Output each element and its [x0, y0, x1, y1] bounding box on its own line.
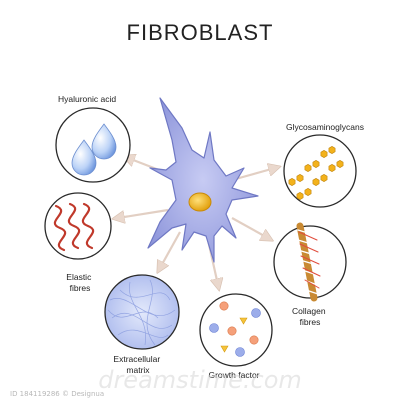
label-glycosaminoglycans: Glycosaminoglycans [286, 122, 364, 132]
cell-body [147, 97, 259, 263]
growth-factor-blue [235, 347, 245, 357]
page-title: FIBROBLAST [127, 20, 274, 45]
label-extracellular-matrix: Extracellular matrix [113, 354, 162, 375]
gag-unit [336, 160, 344, 168]
elastic-fibre [53, 204, 67, 252]
label-collagen-fibres: Collagen fibres [292, 306, 328, 327]
gag-unit [304, 164, 312, 172]
label-growth-factor: Growth factor [208, 370, 259, 380]
growth-factor-orange [219, 301, 229, 311]
label-hyaluronic-acid: Hyaluronic acid [58, 94, 116, 104]
growth-factor-orange [227, 326, 237, 336]
gag-unit [304, 188, 312, 196]
watermark-id: ID 184119286 © Designua [10, 390, 104, 398]
gag-unit [312, 160, 320, 168]
growth-factor-blue [209, 323, 219, 333]
elastic-fibre [81, 202, 95, 250]
droplet-icon [71, 139, 97, 176]
growth-factor-orange [249, 335, 259, 345]
glycosaminoglycans-circle [283, 134, 357, 208]
gag-unit [320, 174, 328, 182]
gag-unit [296, 174, 304, 182]
gag-unit [312, 178, 320, 186]
fibroblast-cell [147, 97, 259, 263]
glycosaminoglycans-panel [283, 134, 357, 208]
gag-unit [296, 192, 304, 200]
gag-unit [288, 178, 296, 186]
gag-chain [288, 146, 344, 200]
arrow-to-matrix [160, 231, 181, 268]
nucleus [188, 192, 212, 212]
arrow-to-collagen [231, 217, 268, 238]
growth-factor-yellow [220, 345, 229, 353]
collagen-rope [296, 222, 321, 302]
arrow-to-elastic [118, 208, 169, 218]
elastic-fibres-panel [44, 192, 112, 260]
growth-factor-yellow [239, 317, 248, 325]
watermark-brand: dreamstime.com [98, 366, 302, 394]
droplet-icon [91, 123, 117, 160]
extracellular-matrix-panel [104, 274, 180, 350]
growth-factor-panel [199, 293, 273, 367]
growth-factor-blue [251, 308, 261, 318]
arrow-to-glycosaminoglycans [231, 168, 275, 182]
hyaluronic-acid-panel [55, 107, 131, 183]
gag-unit [320, 150, 328, 158]
elastic-fibre [67, 202, 81, 250]
collagen-fibres-panel [273, 222, 347, 302]
gag-unit [328, 146, 336, 154]
label-elastic-fibres: Elastic fibres [66, 272, 93, 293]
gag-unit [328, 164, 336, 172]
